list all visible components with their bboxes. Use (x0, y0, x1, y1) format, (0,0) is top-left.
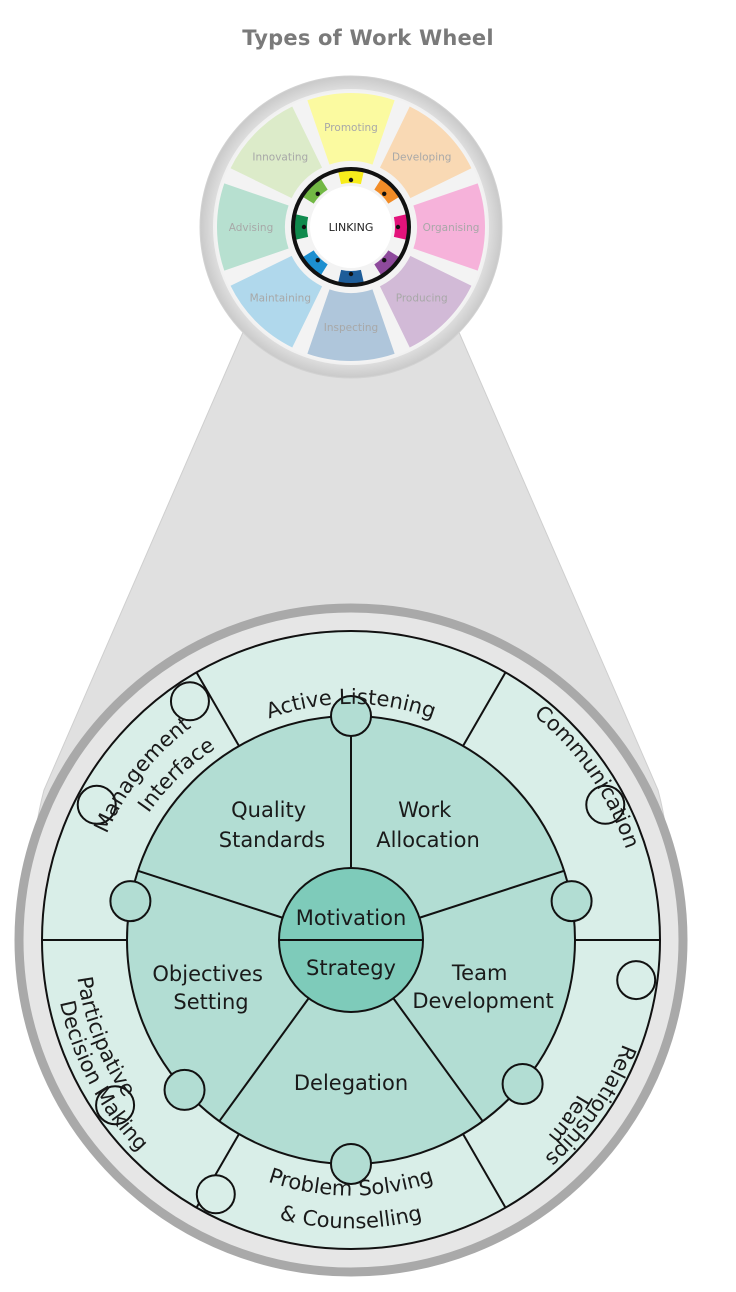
inner-label-quality-standards: Quality Standards (219, 798, 325, 852)
outer-divider (462, 1133, 507, 1209)
linking-center (310, 186, 392, 268)
puzzle-tab (163, 1068, 206, 1111)
chip-organising (393, 213, 409, 241)
linking-label: LINKING (329, 221, 374, 234)
chip-innovating (301, 177, 328, 204)
arrow-innovating-icon (315, 191, 320, 196)
arrow-inspecting-icon (348, 271, 354, 277)
inner-divider (392, 997, 484, 1122)
chip-inspecting (337, 269, 365, 285)
puzzle-tab (330, 695, 372, 737)
diagram-title: Types of Work Wheel (242, 26, 494, 50)
segment-organising (413, 183, 485, 271)
chip-developing (374, 177, 401, 204)
chip-producing (374, 250, 401, 277)
types-of-work-wheel: LINKING PromotingDevelopingOrganisingPro… (199, 75, 503, 379)
segment-label-maintaining: Maintaining (250, 293, 311, 305)
puzzle-tab (501, 1062, 544, 1105)
inner-divider (419, 869, 565, 919)
arrow-organising-icon (395, 224, 401, 230)
segment-producing (379, 255, 472, 348)
segment-promoting (307, 93, 395, 165)
inner-divider (218, 997, 310, 1122)
core-label-strategy: Strategy (306, 956, 396, 980)
segment-label-organising: Organising (423, 222, 480, 234)
segment-advising (216, 183, 289, 271)
arrow-promoting-icon (348, 177, 354, 183)
segment-inspecting (307, 289, 395, 362)
chip-advising (292, 213, 309, 241)
segment-maintaining (230, 255, 323, 348)
segment-label-advising: Advising (229, 222, 274, 234)
segment-label-producing: Producing (396, 293, 448, 305)
puzzle-tab (95, 1085, 136, 1126)
puzzle-tab (109, 880, 152, 923)
chip-maintaining (301, 250, 328, 277)
segment-innovating (230, 106, 323, 199)
puzzle-tab (585, 784, 626, 825)
inner-label-delegation: Delegation (294, 1071, 408, 1095)
segment-label-inspecting: Inspecting (324, 322, 378, 334)
puzzle-tab (330, 1143, 372, 1185)
linking-skills-wheel: Motivation Strategy Work Allocation Team… (14, 603, 688, 1277)
inner-divider (137, 869, 283, 919)
outer-divider (462, 671, 507, 747)
puzzle-tab (76, 784, 117, 825)
segment-label-developing: Developing (392, 151, 451, 163)
inner-label-work-allocation: Work Allocation (376, 798, 480, 852)
puzzle-tab (169, 681, 210, 722)
arrow-advising-icon (301, 224, 307, 230)
chip-promoting (337, 169, 365, 185)
inner-label-objectives-setting: Objectives Setting (152, 962, 269, 1014)
arrow-developing-icon (382, 191, 387, 196)
puzzle-tab (195, 1174, 236, 1215)
inner-label-team-development: Team Development (412, 961, 553, 1013)
segment-developing (379, 106, 472, 199)
puzzle-tab (616, 960, 657, 1001)
segment-label-promoting: Promoting (324, 122, 378, 134)
segment-label-innovating: Innovating (252, 151, 308, 163)
arrow-maintaining-icon (315, 258, 320, 263)
core-label-motivation: Motivation (296, 906, 407, 930)
linking-hub (291, 167, 411, 287)
arrow-producing-icon (382, 258, 387, 263)
outer-divider (195, 671, 240, 747)
puzzle-tab (550, 880, 593, 923)
